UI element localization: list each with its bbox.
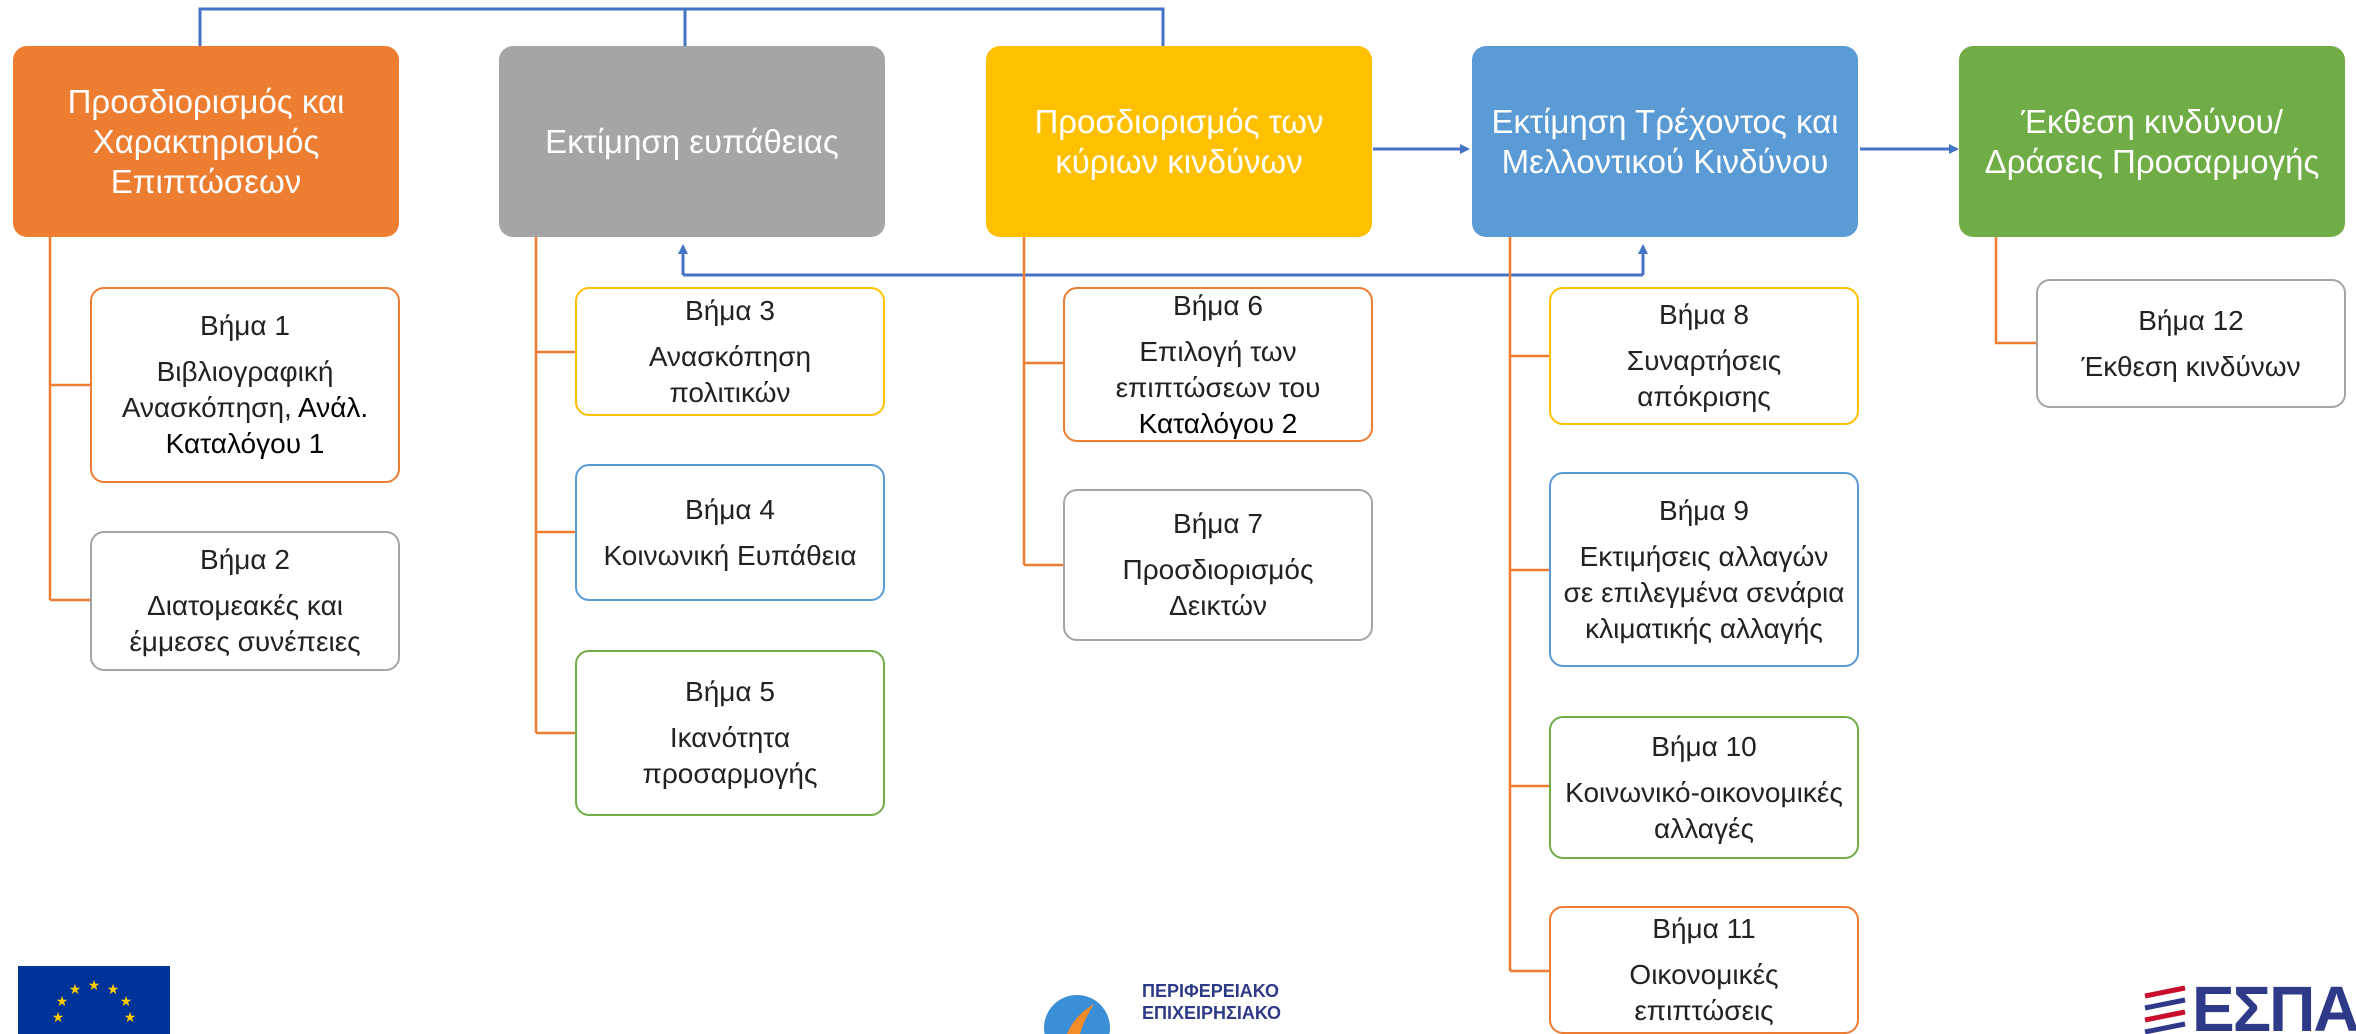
step-6-box: Βήμα 6 Επιλογή των επιπτώσεων του Καταλό… [1063, 287, 1373, 442]
step-title: Βήμα 5 [685, 676, 775, 707]
step-title: Βήμα 3 [685, 294, 775, 326]
step-12-box: Βήμα 12 Έκθεση κινδύνων [2036, 279, 2346, 408]
step-title: Βήμα 6 [1173, 289, 1263, 321]
programme-line-1: ΠΕΡΙΦΕΡΕΙΑΚΟ [1142, 981, 1279, 1001]
phase-risk-assessment: Εκτίμηση Τρέχοντος και Μελλοντικού Κινδύ… [1472, 46, 1858, 237]
step-4-box: Βήμα 4 Κοινωνική Ευπάθεια [575, 464, 885, 601]
step-title: Βήμα 2 [200, 544, 290, 575]
phase-label: Προσδιορισμός των κύριων κινδύνων [1034, 102, 1324, 180]
step-desc: Εκτιμήσεις αλλαγών σε επιλεγμένα σενάρια… [1563, 540, 1845, 644]
step-title: Βήμα 11 [1652, 913, 1756, 944]
programme-emblem-icon [1044, 995, 1110, 1034]
step-title: Βήμα 10 [1651, 730, 1757, 762]
phase-vulnerability-assessment: Εκτίμηση ευπάθειας [499, 46, 885, 237]
step-title: Βήμα 4 [685, 493, 775, 525]
step-title: Βήμα 8 [1659, 299, 1749, 330]
phase-label: Προσδιορισμός και Χαρακτηρισμός Επιπτώσε… [67, 82, 345, 200]
step-desc: Προσδιορισμός Δεικτών [1122, 554, 1314, 621]
step-5-box: Βήμα 5 Ικανότητα προσαρμογής [575, 650, 885, 816]
svg-text:★: ★ [124, 1010, 137, 1026]
step-desc: Ανασκόπηση πολιτικών [648, 340, 812, 408]
svg-text:★: ★ [120, 994, 133, 1010]
step-desc: Κοινωνικό-οικονομικές αλλαγές [1565, 776, 1843, 844]
step-title: Βήμα 9 [1659, 494, 1749, 526]
step-10-box: Βήμα 10 Κοινωνικό-οικονομικές αλλαγές [1549, 716, 1859, 859]
step-8-box: Βήμα 8 Συναρτήσεις απόκρισης [1549, 287, 1859, 425]
svg-text:★: ★ [52, 1010, 65, 1026]
step-desc: Κοινωνική Ευπάθεια [603, 539, 857, 571]
step-title: Βήμα 7 [1173, 508, 1263, 539]
step-11-box: Βήμα 11 Οικονομικές επιπτώσεις [1549, 906, 1859, 1034]
phase-risk-report: Έκθεση κινδύνου/Δράσεις Προσαρμογής [1959, 46, 2345, 237]
step-desc: Συναρτήσεις απόκρισης [1626, 345, 1782, 412]
top-loop-arrow [198, 7, 1168, 56]
svg-text:★: ★ [88, 978, 101, 994]
espa-stripes-icon [2144, 985, 2186, 1034]
step-desc: Ικανότητα προσαρμογής [642, 722, 818, 789]
tree-lines [48, 237, 2036, 973]
espa-logo: ΕΣΠΑ [2140, 976, 2356, 1034]
step-2-box: Βήμα 2 Διατομεακές και έμμεσες συνέπειες [90, 531, 400, 671]
step-desc: Οικονομικές επιπτώσεις [1629, 959, 1779, 1026]
svg-text:★: ★ [56, 994, 69, 1010]
phase-main-risks-identification: Προσδιορισμός των κύριων κινδύνων [986, 46, 1372, 237]
eu-flag-logo: ★ ★ ★ ★ ★ ★ ★ [18, 966, 170, 1034]
step-desc: Επιλογή των επιπτώσεων του Καταλόγου 2 [1115, 335, 1321, 439]
espa-text: ΕΣΠΑ [2192, 976, 2356, 1034]
operational-programme-logo: ΠΕΡΙΦΕΡΕΙΑΚΟ ΕΠΙΧΕΙΡΗΣΙΑΚΟ [1022, 976, 1322, 1034]
phase-label: Εκτίμηση ευπάθειας [545, 122, 839, 160]
step-7-box: Βήμα 7 Προσδιορισμός Δεικτών [1063, 489, 1373, 641]
step-desc: Έκθεση κινδύνων [2081, 350, 2301, 382]
step-desc: Βιβλιογραφική Ανασκόπηση, Ανάλ. Καταλόγο… [121, 356, 369, 459]
step-title: Βήμα 12 [2138, 304, 2244, 336]
step-1-box: Βήμα 1 Βιβλιογραφική Ανασκόπηση, Ανάλ. Κ… [90, 287, 400, 483]
step-9-box: Βήμα 9 Εκτιμήσεις αλλαγών σε επιλεγμένα … [1549, 472, 1859, 667]
phase-label: Έκθεση κινδύνου/Δράσεις Προσαρμογής [1984, 102, 2320, 180]
step-title: Βήμα 1 [200, 310, 290, 341]
programme-line-2: ΕΠΙΧΕΙΡΗΣΙΑΚΟ [1142, 1003, 1281, 1023]
phase-label: Εκτίμηση Τρέχοντος και Μελλοντικού Κινδύ… [1491, 102, 1839, 180]
svg-text:★: ★ [107, 982, 120, 998]
step-desc: Διατομεακές και έμμεσες συνέπειες [129, 590, 361, 657]
svg-text:★: ★ [69, 982, 82, 998]
phase-impact-identification: Προσδιορισμός και Χαρακτηρισμός Επιπτώσε… [13, 46, 399, 237]
step-3-box: Βήμα 3 Ανασκόπηση πολιτικών [575, 287, 885, 416]
